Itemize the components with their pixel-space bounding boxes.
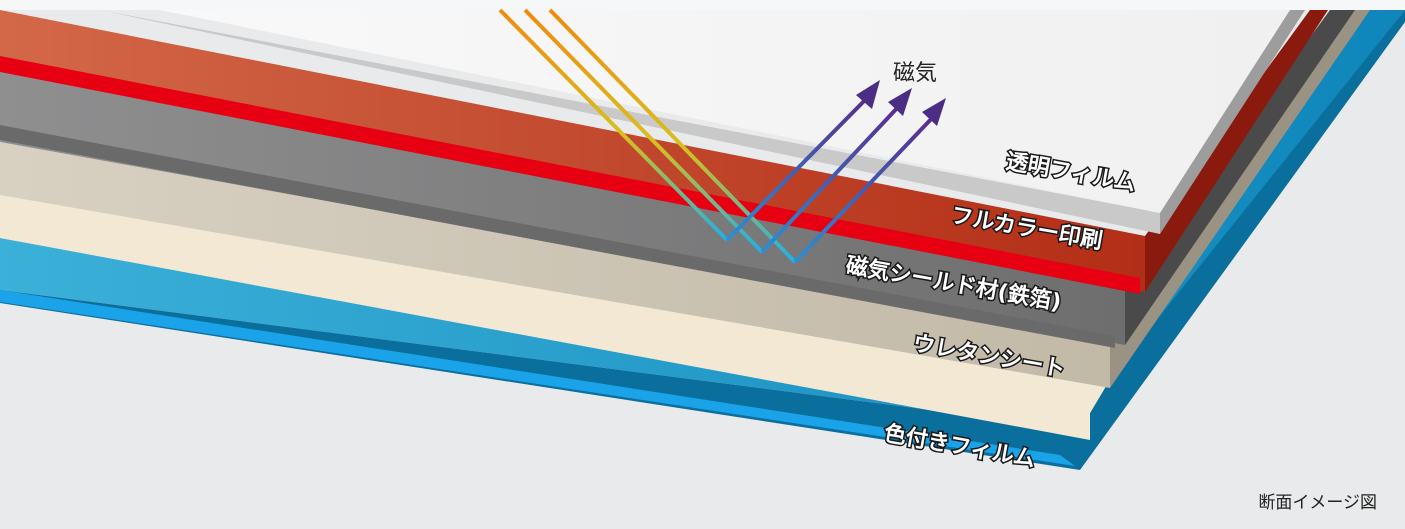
print-layer-top bbox=[0, 10, 1145, 292]
magnetism-label: 磁気 bbox=[893, 61, 937, 86]
magnetism-arrows bbox=[725, 93, 937, 264]
arrow-2 bbox=[760, 103, 902, 254]
ray-2 bbox=[523, 8, 764, 254]
diagram-caption: 断面イメージ図 bbox=[1258, 493, 1377, 513]
ray-3 bbox=[548, 8, 797, 264]
arrowheads bbox=[856, 80, 946, 126]
arrow-1 bbox=[725, 93, 872, 242]
arrowhead-2 bbox=[888, 88, 912, 116]
colored-film-layer-top bbox=[0, 10, 1405, 428]
arrowhead-3 bbox=[922, 98, 946, 126]
ray-1 bbox=[498, 8, 729, 242]
iron-foil-layer-top bbox=[0, 72, 1125, 345]
arrowhead-1 bbox=[856, 80, 880, 109]
cream-layer-face bbox=[0, 193, 1090, 440]
colored-film-layer-rim bbox=[0, 290, 1075, 466]
iron-foil-layer-side bbox=[1125, 10, 1355, 345]
urethane-layer-top bbox=[0, 142, 1110, 388]
arrow-3 bbox=[793, 113, 937, 264]
print-layer-side bbox=[1145, 10, 1328, 292]
incoming-light-rays bbox=[498, 8, 797, 264]
print-layer-red-stripe bbox=[0, 56, 1140, 294]
urethane-layer-side bbox=[1110, 10, 1370, 388]
clear-film-layer-top bbox=[40, 10, 1290, 213]
iron-foil-layer-edge bbox=[0, 125, 1115, 348]
clear-film-layer-edge bbox=[100, 10, 1160, 234]
top-margin bbox=[0, 0, 1405, 10]
clear-film-layer-side bbox=[1160, 10, 1305, 234]
